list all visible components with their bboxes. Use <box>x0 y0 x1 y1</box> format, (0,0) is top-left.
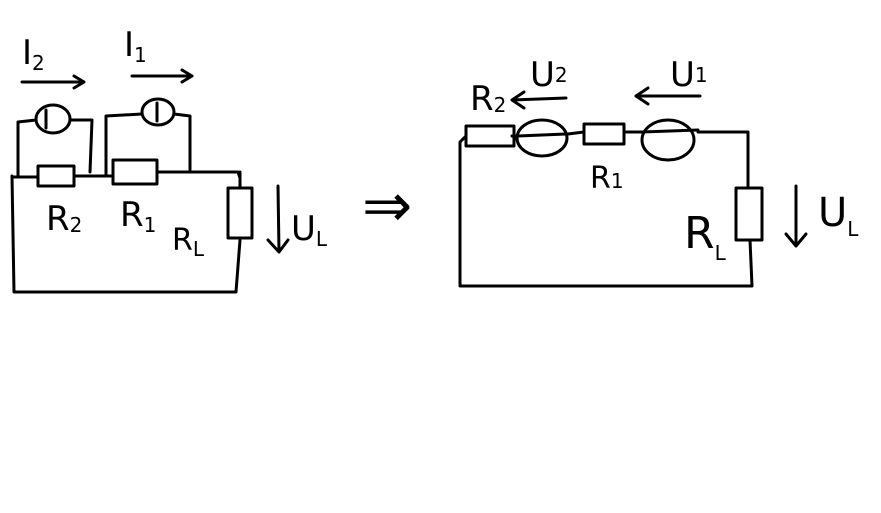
right-arrow-u2 <box>510 90 568 110</box>
right-resistor-r1 <box>582 122 626 146</box>
label-u2-right: U2 <box>530 55 568 95</box>
left-main-wire <box>10 170 242 294</box>
label-rl-right: RL <box>684 208 727 265</box>
right-resistor-r2 <box>464 124 516 148</box>
right-voltage-source-1 <box>640 118 696 162</box>
label-rl-left: RL <box>172 223 205 261</box>
label-r1-left: R1 <box>120 195 156 237</box>
label-r2-right: R2 <box>470 79 506 119</box>
transform-arrow: ⇒ <box>362 171 412 241</box>
left-source2-branch <box>16 118 94 178</box>
right-voltage-source-2 <box>515 118 569 158</box>
right-arrow-ul <box>784 184 808 248</box>
label-u1-right: U1 <box>670 55 708 95</box>
left-resistor-r1 <box>111 158 159 186</box>
left-load-resistor <box>226 186 254 240</box>
right-source1-line <box>640 128 700 134</box>
label-r1-right: R1 <box>590 161 624 196</box>
left-current-source-2 <box>34 103 72 135</box>
left-source1-branch <box>104 112 192 178</box>
left-arrow-i1 <box>130 68 194 84</box>
left-circuit: I2 I1 R2 R1 RL UL <box>10 25 328 294</box>
label-ul-right: UL <box>818 190 859 241</box>
right-circuit: R2 U2 U1 R1 RL UL <box>458 55 859 288</box>
right-arrow-u1 <box>634 86 702 106</box>
right-main-wire <box>458 130 754 288</box>
left-resistor-r2 <box>36 164 76 188</box>
left-arrow-i2 <box>20 74 86 90</box>
left-current-source-1 <box>140 97 176 127</box>
left-arrow-ul <box>266 184 290 254</box>
right-source2-line <box>516 132 568 138</box>
label-r2-left: R2 <box>46 199 82 239</box>
right-load-resistor <box>734 186 764 242</box>
label-i1: I1 <box>124 25 147 67</box>
label-i2: I2 <box>22 33 45 75</box>
label-ul-left: UL <box>291 209 328 251</box>
